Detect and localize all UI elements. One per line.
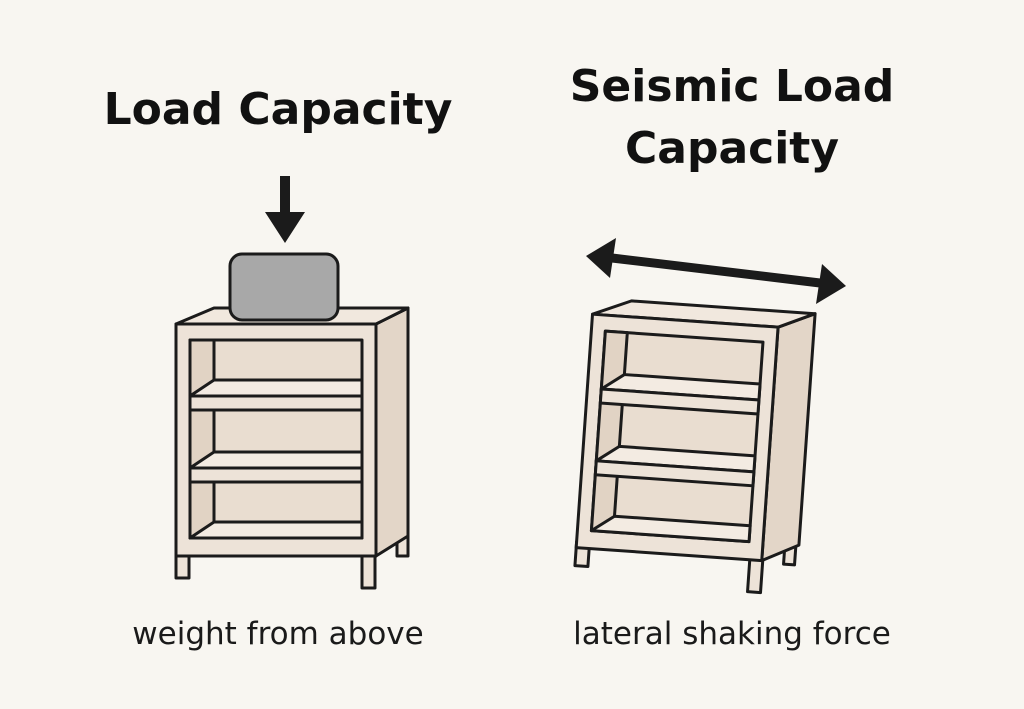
load-capacity-caption: weight from above xyxy=(132,616,424,652)
seismic-load-capacity-title: Seismic Load Capacity xyxy=(520,56,944,180)
weight-block xyxy=(228,252,340,322)
bookshelf-right-tilted xyxy=(573,299,817,595)
seismic-title-line-1: Seismic Load xyxy=(569,61,895,112)
load-capacity-title: Load Capacity xyxy=(103,84,453,135)
double-arrow-icon xyxy=(586,238,846,304)
down-arrow-icon xyxy=(265,176,305,243)
bookshelf-left xyxy=(174,306,410,590)
seismic-title-line-2: Capacity xyxy=(624,123,840,174)
seismic-capacity-caption: lateral shaking force xyxy=(573,616,891,652)
